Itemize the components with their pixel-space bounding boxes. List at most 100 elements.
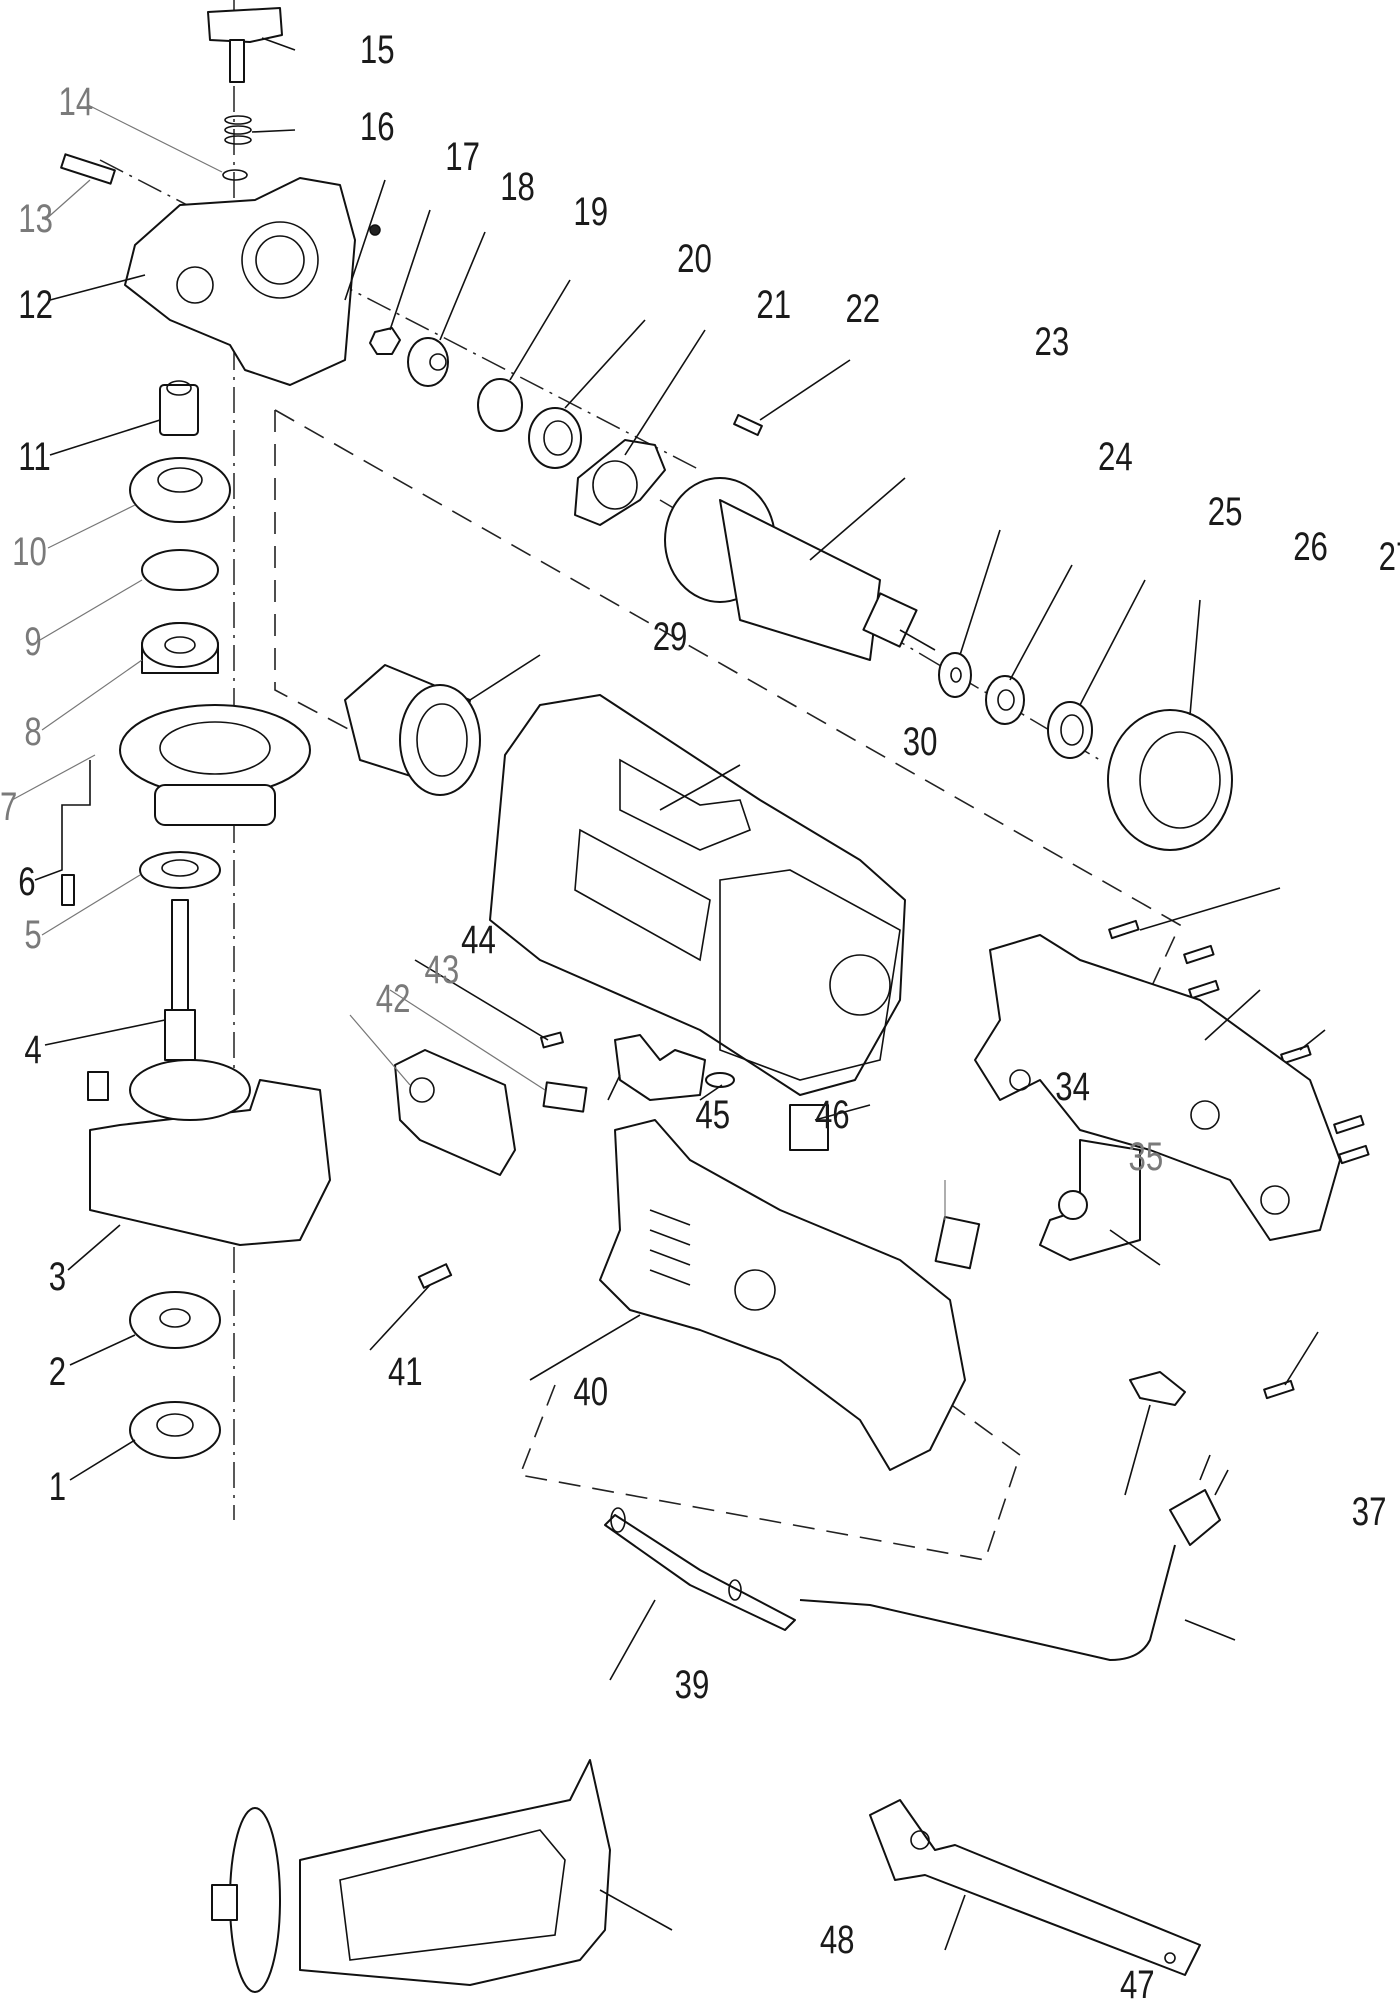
handle-dashline — [518, 1359, 1021, 1561]
leader-line-5 — [41, 874, 141, 936]
part-bearing — [141, 622, 219, 674]
callout-label-motor-housing: 30 — [903, 719, 938, 764]
callout-label-cable-clamp: 37 — [1352, 1489, 1387, 1534]
part-baffle-ring — [1107, 709, 1233, 851]
leader-lines — [11, 37, 1326, 1951]
part-seal-washer — [139, 851, 221, 889]
leader-line-34 — [814, 1104, 871, 1121]
leader-line-11 — [49, 419, 161, 456]
callout-label-nut: 18 — [500, 164, 535, 209]
callout-label-bearing-sleeve: 27 — [1379, 534, 1400, 579]
callout-label-housing-screw: 13 — [18, 196, 53, 241]
leader-line-25 — [959, 529, 1001, 656]
leader-line-14 — [87, 104, 223, 173]
callout-label-spindle: 4 — [24, 1027, 41, 1072]
leader-line-47 — [944, 1894, 966, 1951]
leader-line-3 — [67, 1224, 121, 1271]
callout-label-washer: 25 — [1208, 489, 1243, 534]
callout-label-gear-cover-flange: 7 — [0, 784, 17, 829]
part-gear-housing — [124, 177, 356, 386]
part-auxiliary-handle — [211, 1759, 611, 1993]
callout-label-terminal: 46 — [815, 1092, 850, 1137]
pinion-axis — [99, 159, 701, 471]
part-flange-screw — [61, 874, 75, 906]
leader-line-29 — [469, 654, 541, 701]
part-needle-bearing — [159, 380, 199, 436]
part-small-screw — [369, 224, 381, 236]
part-gear-cover-flange — [119, 704, 311, 826]
callout-label-rear-bearing: 26 — [1293, 524, 1328, 569]
callout-label-bearing: 8 — [24, 709, 41, 754]
leader-line-45 — [607, 1074, 621, 1101]
callout-label-circlip: 14 — [59, 79, 94, 124]
part-bearing-plate — [574, 439, 666, 526]
callout-label-capacitor: 34 — [1055, 1064, 1090, 1109]
callout-label-armature: 24 — [1098, 434, 1133, 479]
part-holder-screw — [540, 1031, 564, 1049]
leader-line-20 — [509, 279, 571, 381]
leader-line-16 — [251, 129, 296, 133]
leader-line-23 — [759, 359, 851, 421]
part-o-ring — [477, 378, 523, 432]
callout-label-carbon-brush: 35 — [1129, 1134, 1164, 1179]
leader-line-15 — [261, 37, 296, 51]
leader-line-32 — [1204, 989, 1261, 1041]
callout-label-brush-cover: 42 — [376, 976, 411, 1021]
part-retaining-ring — [141, 549, 219, 591]
callout-label-clamping-nut: 1 — [49, 1464, 66, 1509]
leader-line-37 — [1124, 1404, 1151, 1496]
part-spindle-lock-button — [207, 7, 283, 83]
leader-line-21 — [564, 319, 646, 409]
part-plate-screw — [733, 413, 763, 437]
part-cord-guard — [604, 1507, 796, 1631]
callout-label-auxiliary-handle: 48 — [820, 1917, 855, 1962]
part-pinion-gear — [407, 337, 449, 387]
callout-label-stator: 29 — [653, 614, 688, 659]
leader-line-6 — [34, 760, 91, 881]
leader-line-1 — [69, 1439, 136, 1481]
leader-line-4 — [44, 1019, 166, 1046]
leader-line-9 — [39, 579, 143, 641]
part-power-cord — [799, 1454, 1229, 1661]
leader-line-33 — [1299, 1029, 1326, 1051]
callout-label-bearing-plate: 22 — [845, 286, 880, 331]
part-front-bearing — [528, 407, 582, 469]
part-bevel-gear — [129, 457, 231, 523]
callout-label-needle-bearing: 11 — [18, 434, 50, 479]
callout-label-holder-screw: 44 — [461, 917, 496, 962]
callout-label-plate-screw: 23 — [1035, 319, 1070, 364]
leader-line-33 — [1284, 1331, 1319, 1386]
leader-line-38 — [1184, 1619, 1236, 1641]
part-clamping-nut — [129, 1401, 221, 1459]
leader-line-40 — [529, 1314, 641, 1381]
part-circlip — [222, 169, 248, 181]
part-switch — [1039, 1139, 1141, 1261]
part-brush-holder-bracket — [614, 1034, 706, 1101]
part-lock-spring — [224, 115, 252, 145]
part-rear-bearing — [985, 675, 1025, 725]
part-nut — [369, 327, 401, 355]
callout-label-brush-holder: 43 — [425, 947, 460, 992]
housing-dashline — [274, 409, 1182, 991]
part-brush-holder — [542, 1081, 588, 1113]
leader-line-19 — [439, 231, 486, 341]
leader-line-43 — [389, 989, 546, 1091]
callout-label-bevel-gear: 10 — [12, 529, 47, 574]
leader-line-8 — [41, 659, 143, 731]
leader-line-42 — [349, 1014, 411, 1086]
leader-line-10 — [47, 504, 136, 549]
part-bearing-sleeve — [1047, 701, 1093, 759]
leader-line-44 — [414, 959, 549, 1041]
leader-line-18 — [389, 209, 431, 331]
callout-label-spindle-lock-button: 15 — [360, 27, 395, 72]
callout-label-lock-spring: 16 — [360, 104, 395, 149]
part-motor-housing — [489, 694, 906, 1096]
callout-label-o-ring: 20 — [677, 236, 712, 281]
part-handle-cover — [599, 1119, 966, 1471]
leader-line-28 — [1189, 599, 1201, 716]
part-housing-screw — [60, 153, 116, 185]
leader-line-30 — [659, 764, 741, 811]
callout-label-small-screw: 17 — [445, 134, 480, 179]
